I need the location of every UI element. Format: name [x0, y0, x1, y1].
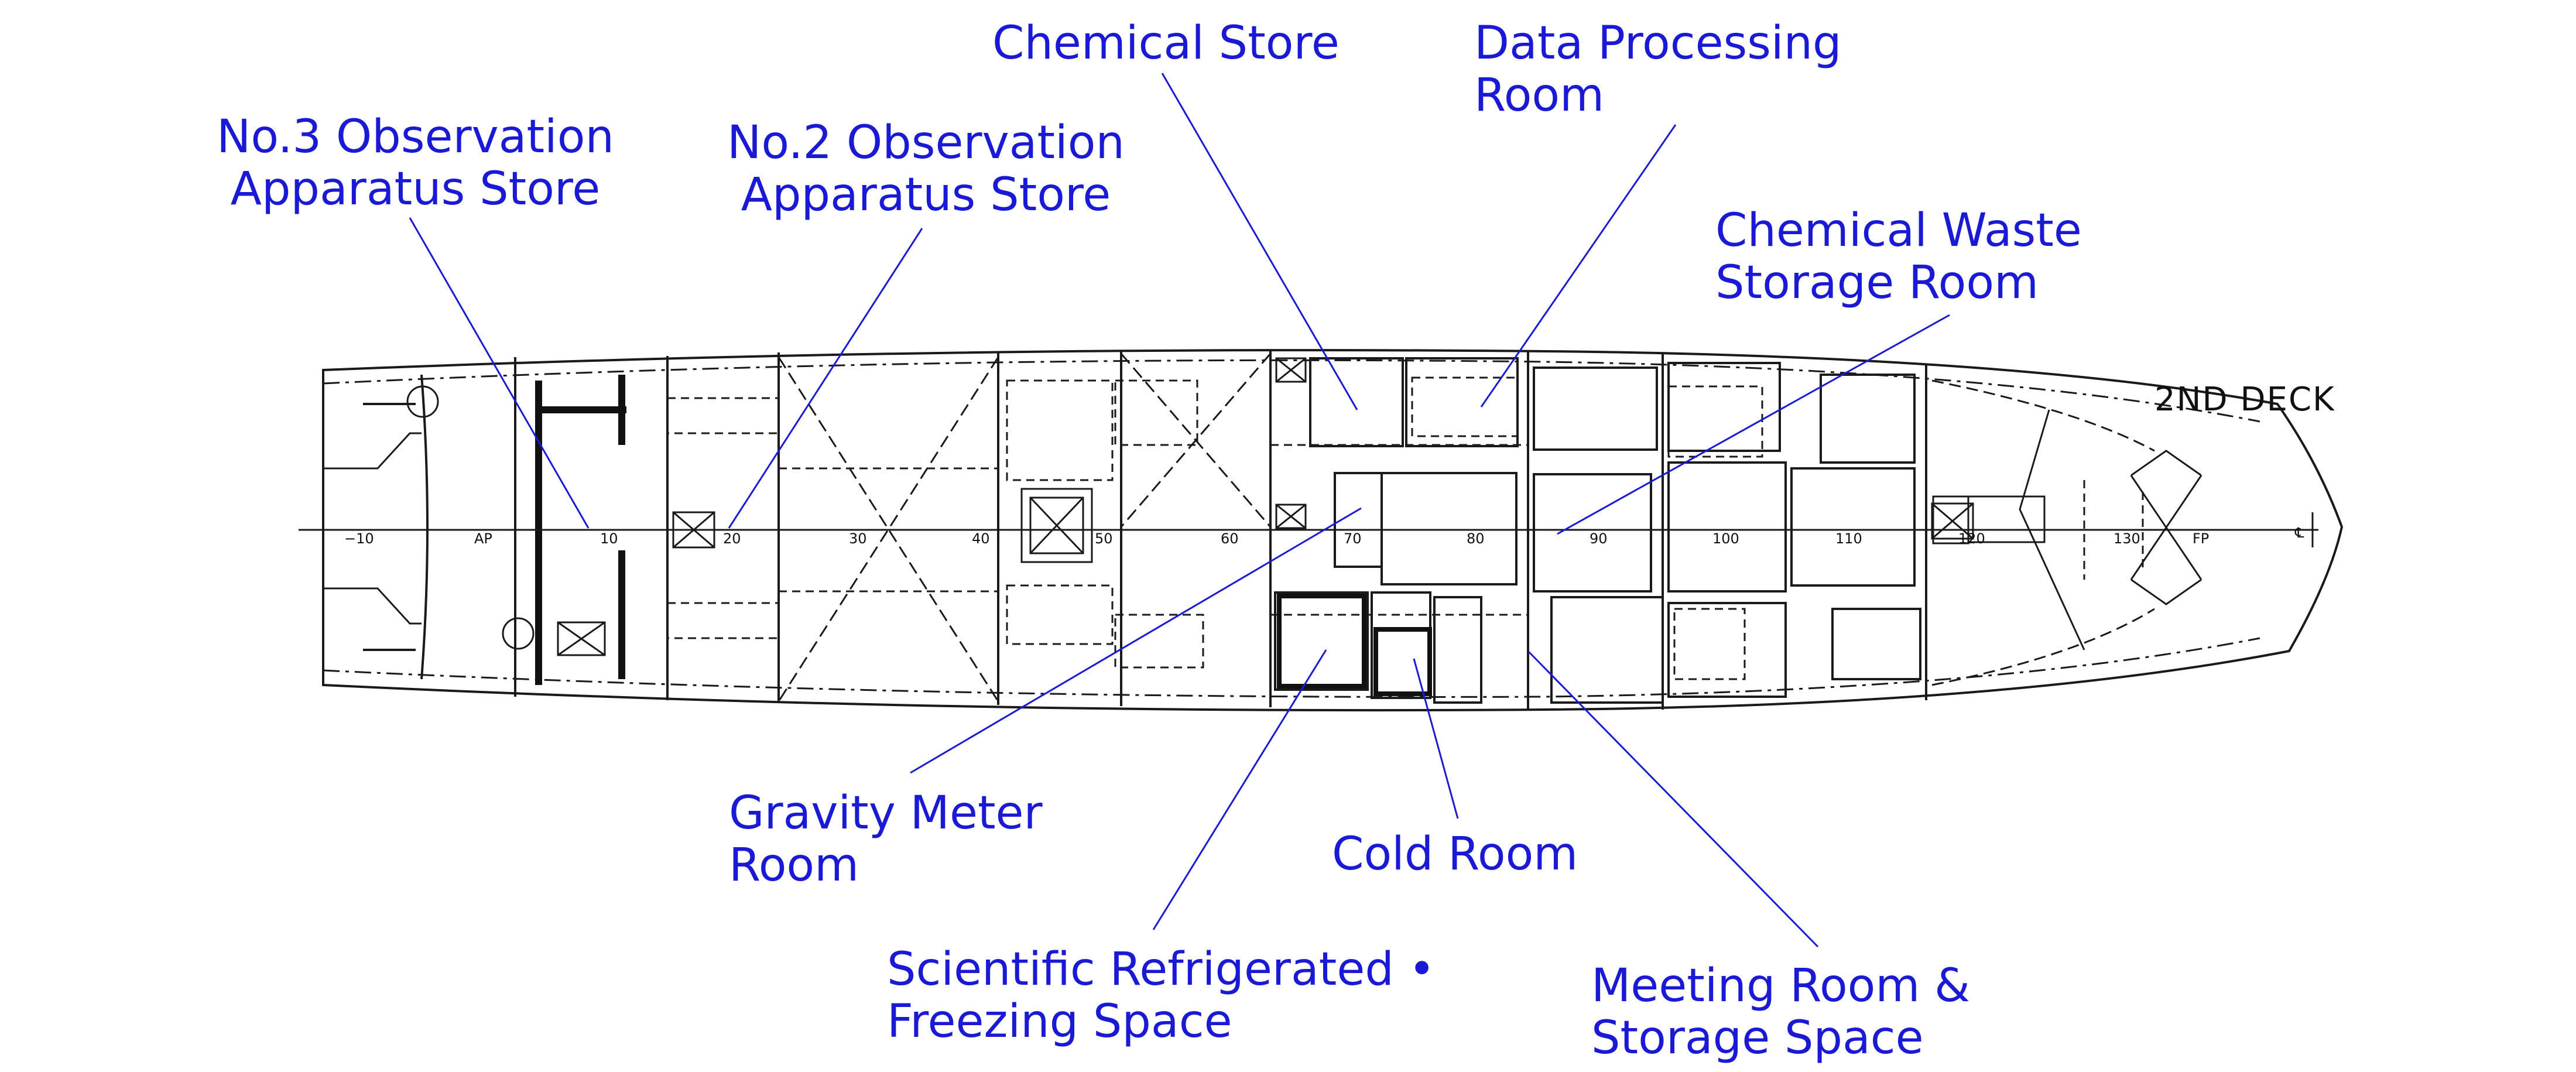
label-chemical-store: Chemical Store	[992, 18, 1340, 70]
label-line: Cold Room	[1332, 828, 1578, 881]
label-no2-observation-apparatus-store: No.2 Observation Apparatus Store	[727, 117, 1125, 221]
label-line: Data Processing	[1474, 17, 1842, 70]
label-line: Apparatus Store	[741, 169, 1111, 221]
label-line: Meeting Room &	[1591, 960, 1971, 1012]
label-meeting-room-storage-space: Meeting Room & Storage Space	[1591, 960, 1970, 1064]
label-line: Freezing Space	[887, 995, 1232, 1048]
frame-label: 90	[1590, 530, 1608, 547]
bow-structure	[1931, 379, 2155, 686]
frame-label: −10	[344, 530, 374, 547]
stern-structure	[323, 385, 606, 656]
label-gravity-meter-room: Gravity Meter Room	[729, 787, 1043, 892]
label-line: Storage Space	[1591, 1012, 1924, 1064]
label-line: No.3 Observation	[217, 111, 614, 163]
label-line: Chemical Store	[992, 17, 1340, 70]
hatches	[672, 353, 2202, 702]
frame-label: 110	[1835, 530, 1862, 547]
frame-label: 30	[849, 530, 867, 547]
frame-label: 120	[1958, 530, 1985, 547]
label-scientific-refrigerated-freezing-space: Scientific Refrigerated • Freezing Space	[887, 944, 1436, 1048]
frame-label: 60	[1221, 530, 1239, 547]
deck-title: 2ND DECK	[2154, 381, 2335, 419]
cold-room-walls	[1277, 594, 1432, 696]
label-line: Gravity Meter	[729, 787, 1043, 840]
label-chemical-waste-storage-room: Chemical Waste Storage Room	[1715, 205, 2082, 309]
frame-label: FP	[2193, 530, 2209, 547]
frame-label: 20	[723, 530, 741, 547]
label-no3-observation-apparatus-store: No.3 Observation Apparatus Store	[217, 111, 614, 215]
label-line: Scientific Refrigerated •	[887, 943, 1436, 996]
frame-label: 130	[2113, 530, 2140, 547]
frame-label: 40	[972, 530, 990, 547]
label-line: Storage Room	[1715, 256, 2039, 309]
label-line: Room	[729, 839, 859, 892]
frame-label: 10	[600, 530, 618, 547]
frame-label: 50	[1095, 530, 1113, 547]
frame-label: 80	[1467, 530, 1485, 547]
leader-lines	[409, 73, 1950, 948]
frame-labels: −10 AP 10 20 30 40 50 60 70 80 90 100 11…	[344, 525, 2304, 547]
label-line: No.2 Observation	[727, 117, 1125, 169]
frame-label: 70	[1344, 530, 1362, 547]
frame-label: AP	[474, 530, 492, 547]
label-line: Room	[1474, 69, 1605, 122]
label-data-processing-room: Data Processing Room	[1474, 18, 1842, 122]
stern-pillars	[535, 375, 626, 685]
label-line: Chemical Waste	[1715, 204, 2082, 257]
centerline	[299, 512, 2318, 547]
label-line: Apparatus Store	[230, 163, 601, 215]
hull-outline	[322, 349, 2344, 712]
label-cold-room: Cold Room	[1332, 828, 1578, 881]
rooms	[1274, 357, 1921, 704]
centerline-symbol: ℄	[2294, 525, 2304, 541]
frame-label: 100	[1712, 530, 1739, 547]
